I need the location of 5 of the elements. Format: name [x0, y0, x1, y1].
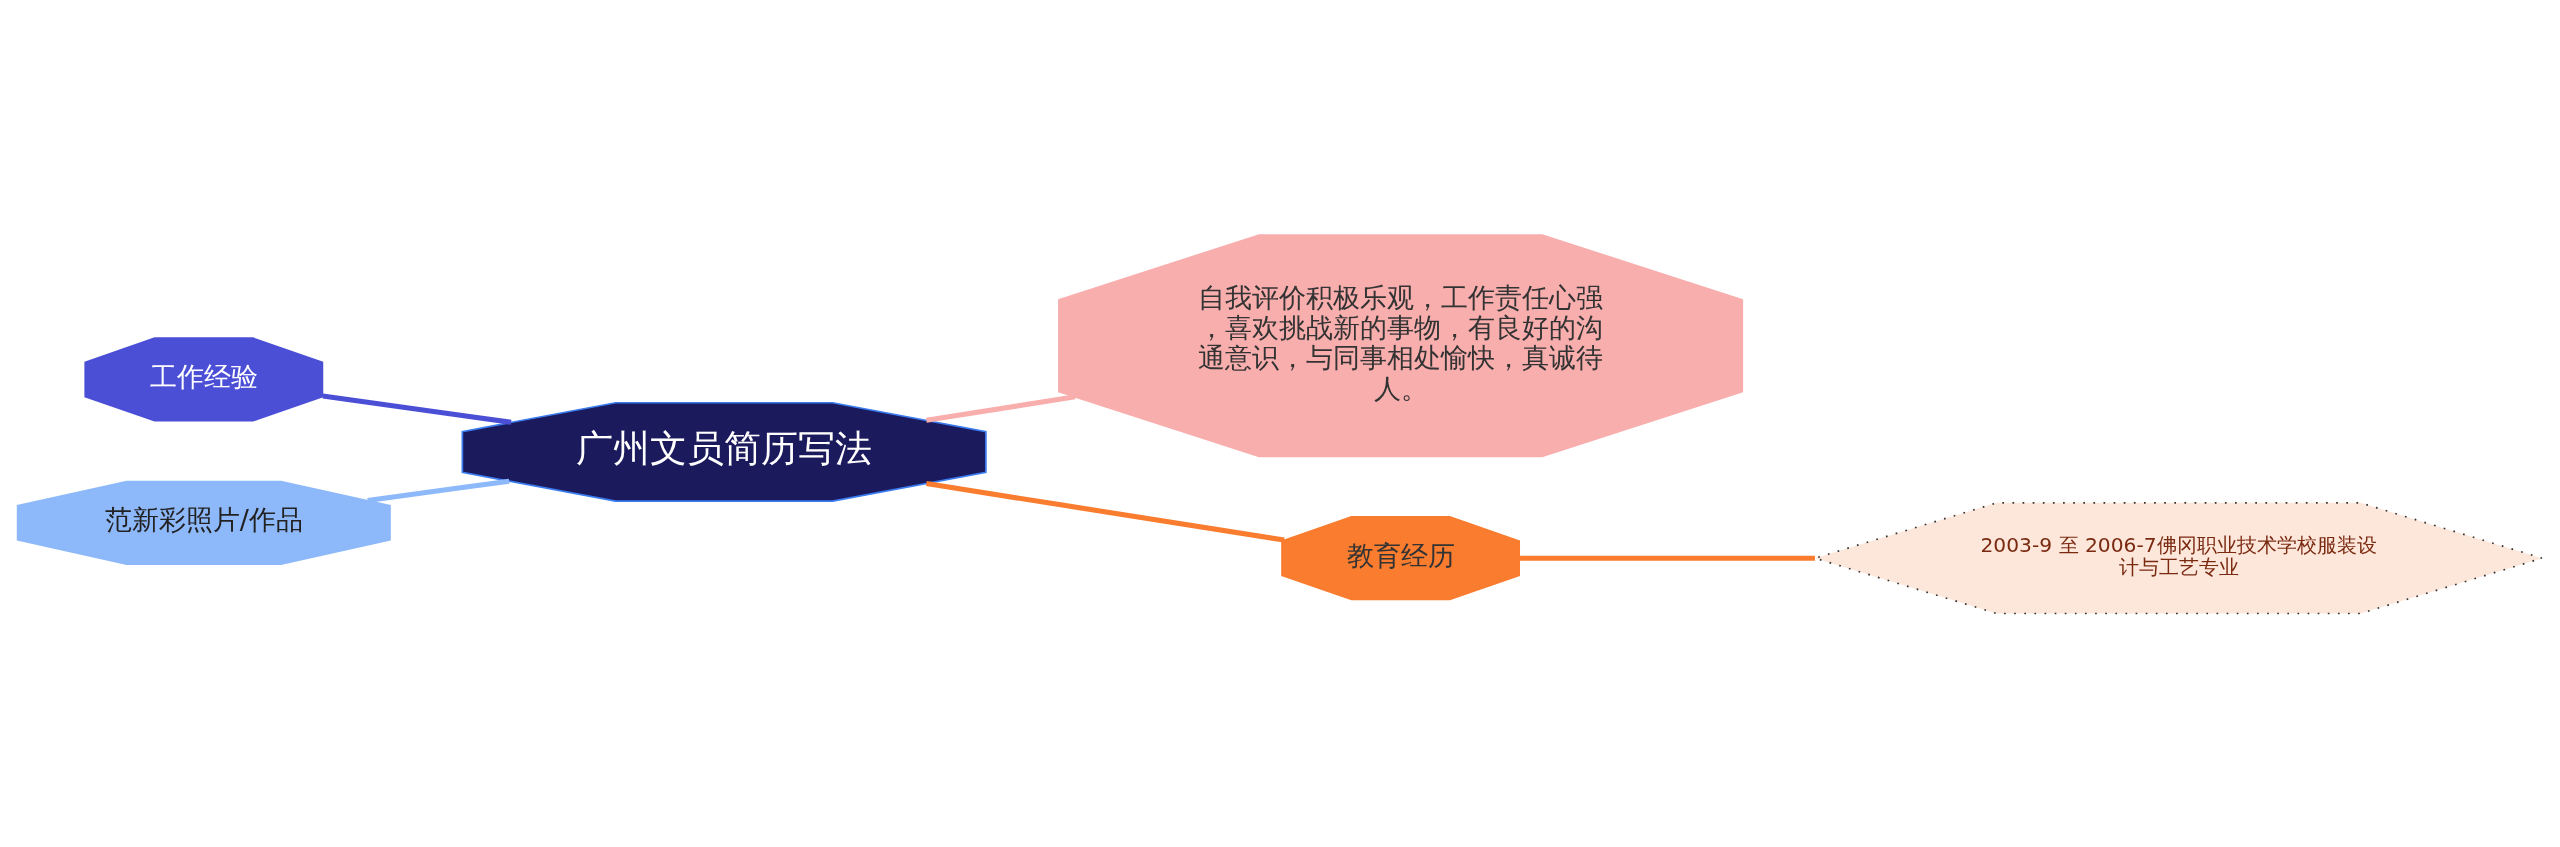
connector [1519, 555, 1815, 561]
connector [322, 392, 512, 425]
connector [926, 480, 1285, 543]
connector [367, 478, 510, 503]
connector [926, 393, 1076, 423]
